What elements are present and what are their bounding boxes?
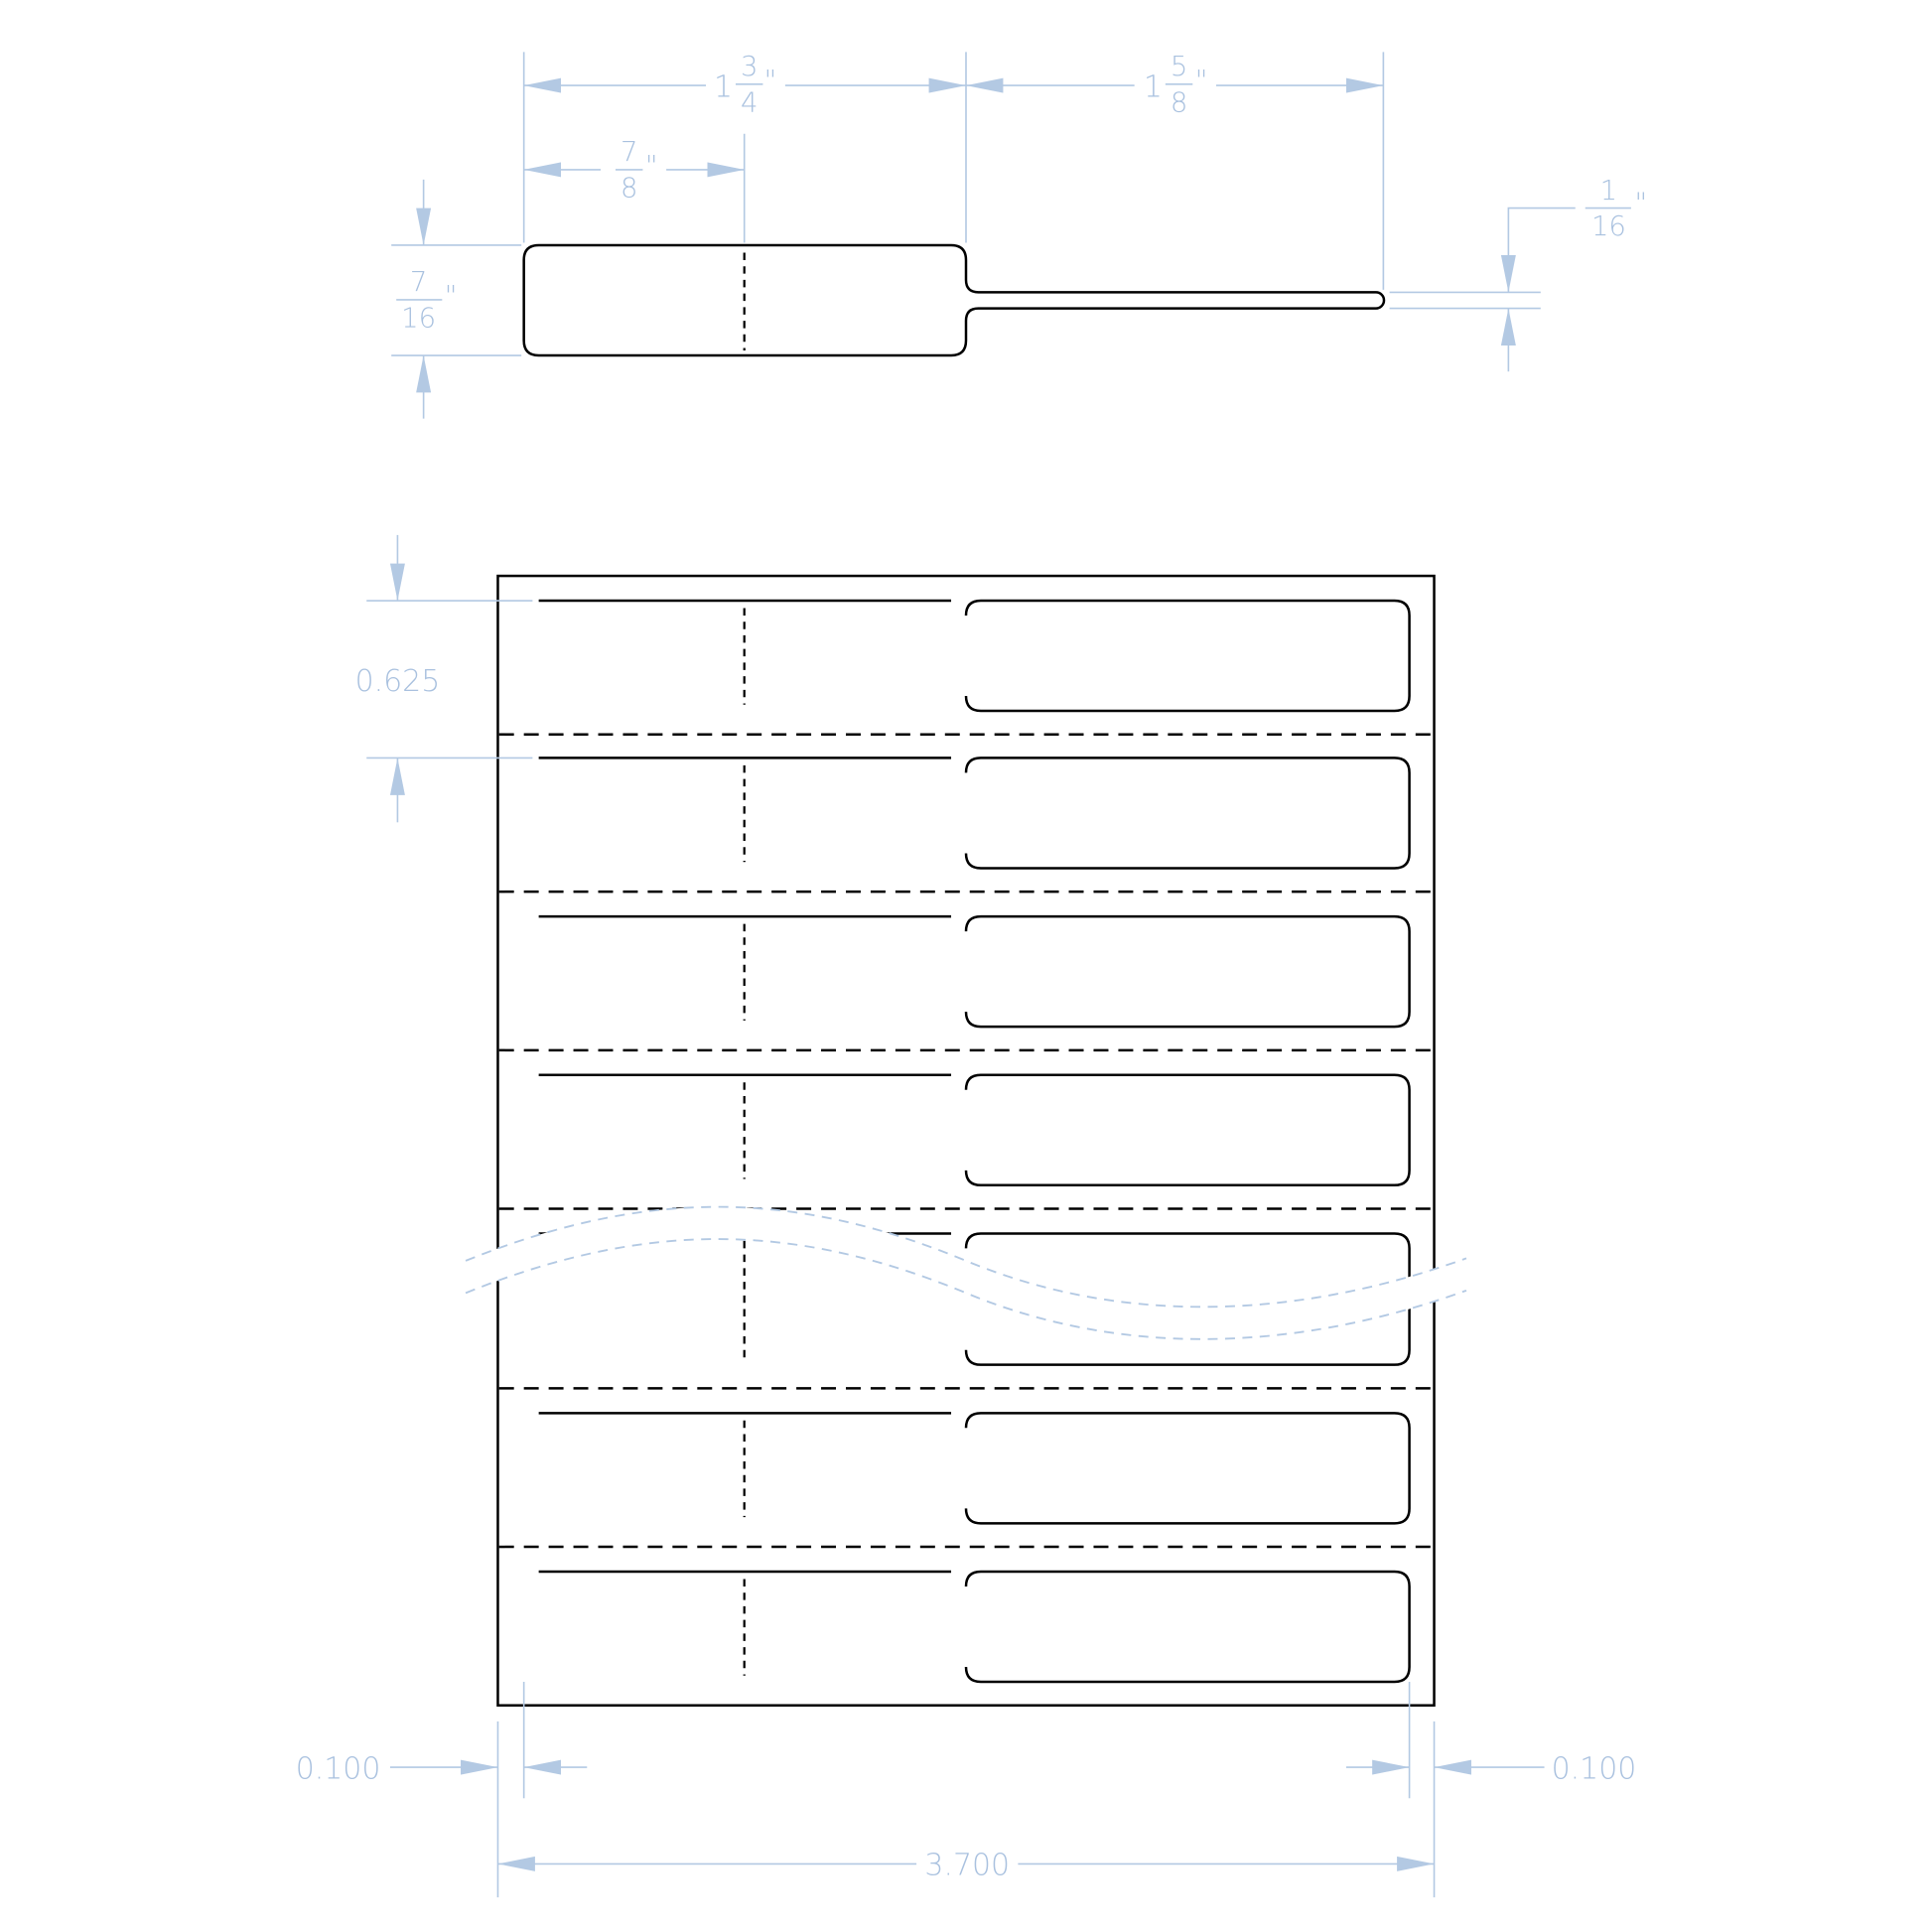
dim-den: 16 xyxy=(1591,211,1626,242)
sheet-border xyxy=(496,574,1436,1707)
sheet-row xyxy=(538,914,1411,1029)
matrix-outline xyxy=(964,1570,1411,1684)
dim-den: 8 xyxy=(1171,87,1187,118)
dim-num: 7 xyxy=(621,137,637,168)
left-margin-label: 0.100 xyxy=(296,1751,381,1786)
dim-tail-length: 1 5 8 " xyxy=(966,52,1384,118)
dim-unit: " xyxy=(764,66,777,96)
dim-body-width: 1 3 4 " xyxy=(523,52,966,118)
sheet-row xyxy=(538,599,1411,713)
dim-unit: " xyxy=(645,151,658,182)
dim-tail-width: 1 16 " xyxy=(1389,176,1648,372)
sheet-row xyxy=(538,1232,1411,1366)
dim-num: 1 xyxy=(1600,176,1617,207)
sheet-row xyxy=(538,1570,1411,1684)
dim-den: 8 xyxy=(621,173,637,204)
matrix-outline xyxy=(964,914,1411,1029)
dim-num: 7 xyxy=(410,267,427,298)
total-width-label: 3.700 xyxy=(924,1849,1010,1883)
dim-row-pitch: 0.625 xyxy=(355,534,533,823)
dim-margins: 0.100 0.100 xyxy=(296,1682,1637,1898)
dim-den: 16 xyxy=(401,303,436,334)
dim-num: 3 xyxy=(741,52,758,82)
single-tag xyxy=(522,243,1386,357)
dim-num: 5 xyxy=(1171,52,1187,82)
dim-whole: 1 xyxy=(714,69,733,104)
label-sheet xyxy=(465,574,1467,1707)
dim-whole: 1 xyxy=(1144,69,1163,104)
dim-den: 4 xyxy=(741,87,758,118)
matrix-outline xyxy=(964,1073,1411,1187)
dim-unit: " xyxy=(445,281,458,312)
right-margin-label: 0.100 xyxy=(1552,1751,1637,1786)
dim-unit: " xyxy=(1635,188,1648,218)
sheet-row xyxy=(538,757,1411,870)
matrix-outline xyxy=(964,1412,1411,1525)
dim-unit: " xyxy=(1195,66,1208,96)
matrix-outline xyxy=(964,599,1411,713)
sheet-row xyxy=(538,1412,1411,1525)
sheet-row xyxy=(538,1073,1411,1187)
dim-tag-height: 7 16 " xyxy=(391,179,522,419)
row-pitch-label: 0.625 xyxy=(355,664,441,699)
break-symbol xyxy=(465,1205,1467,1340)
matrix-outline xyxy=(964,757,1411,870)
dim-perf-offset: 7 8 " xyxy=(523,137,745,204)
dim-total-width: 3.700 xyxy=(497,1849,1435,1883)
